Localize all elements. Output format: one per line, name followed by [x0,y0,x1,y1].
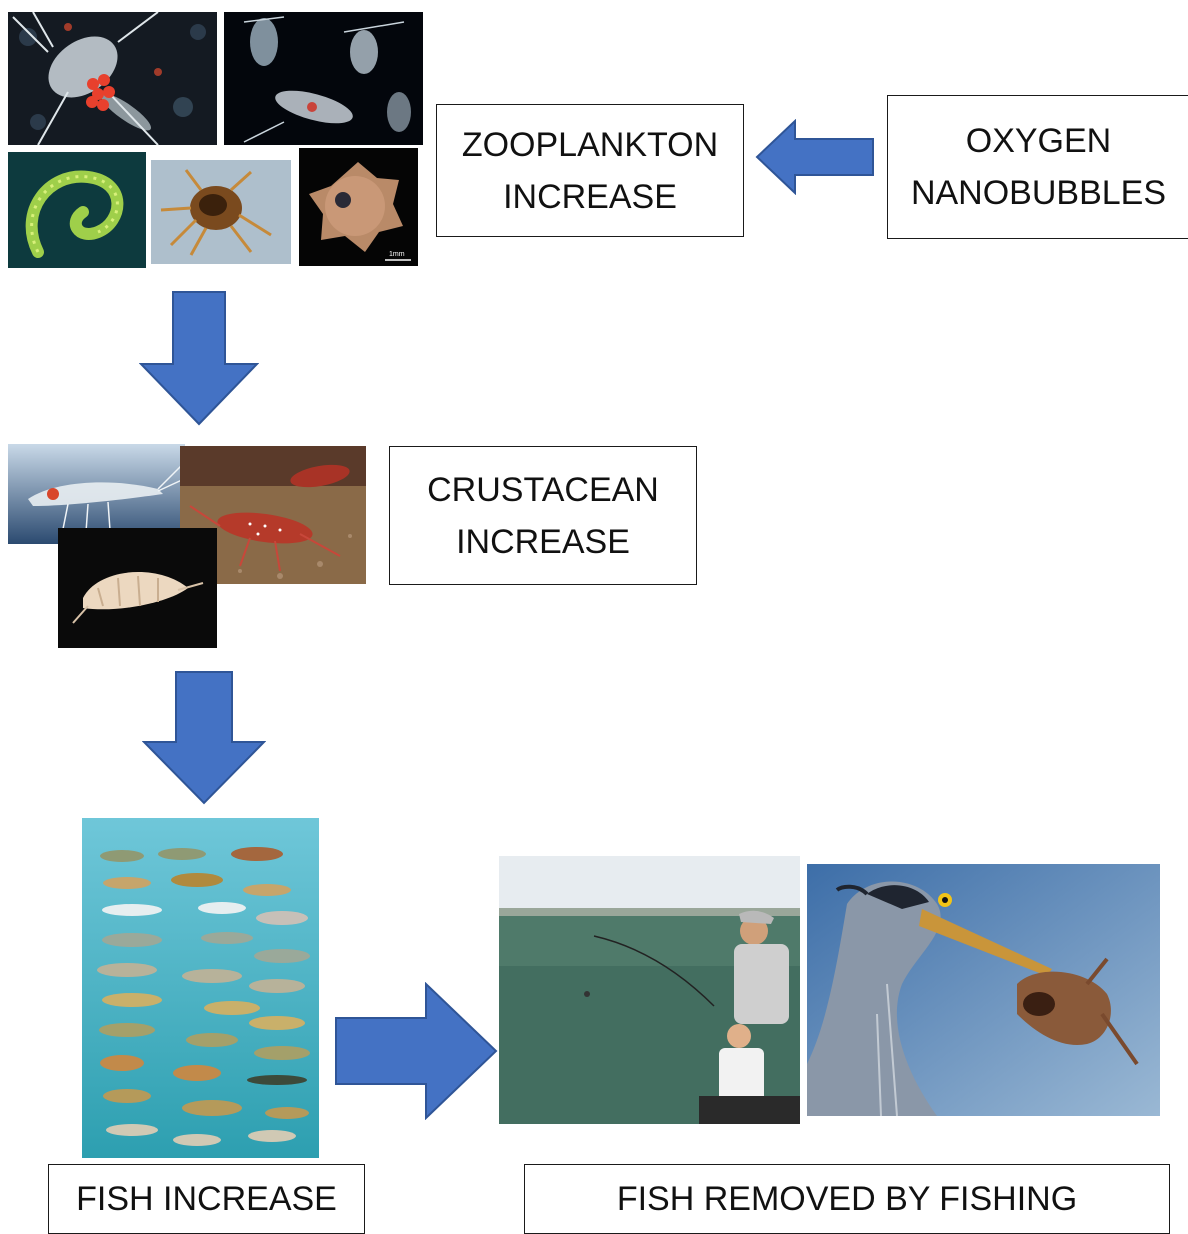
crustacean-box: CRUSTACEAN INCREASE [389,446,697,585]
crustacean-subtitle: INCREASE [456,516,630,568]
oxygen-title: OXYGEN [966,115,1111,167]
oxygen-box: OXYGEN NANOBUBBLES [887,95,1188,239]
fish-increase-box: FISH INCREASE [48,1164,365,1234]
fish-removed-box: FISH REMOVED BY FISHING [524,1164,1170,1234]
fish-poster-photo [82,818,319,1158]
crustacean-title: CRUSTACEAN [427,464,659,516]
arrow-right-icon [334,982,498,1120]
larva-photo [151,160,291,264]
arrow-down-icon [142,670,266,805]
diatom-chain-photo [8,152,146,268]
radiolarian-photo: 1mm [299,148,418,266]
arrow-down-icon [139,290,259,426]
arrow-left-icon [755,119,875,195]
amphipod-photo [58,528,217,648]
fish-removed-label: FISH REMOVED BY FISHING [617,1173,1077,1225]
zooplankton-subtitle: INCREASE [503,171,677,223]
heron-photo [807,864,1160,1116]
oxygen-subtitle: NANOBUBBLES [911,167,1166,219]
zooplankton-box: ZOOPLANKTON INCREASE [436,104,744,237]
zooplankton-title: ZOOPLANKTON [462,119,718,171]
scale-bar-label: 1mm [389,251,405,258]
zooplankton-group-photo [224,12,423,145]
fishing-photo [499,856,800,1124]
copepod-photo [8,12,217,145]
fish-increase-label: FISH INCREASE [76,1173,337,1225]
